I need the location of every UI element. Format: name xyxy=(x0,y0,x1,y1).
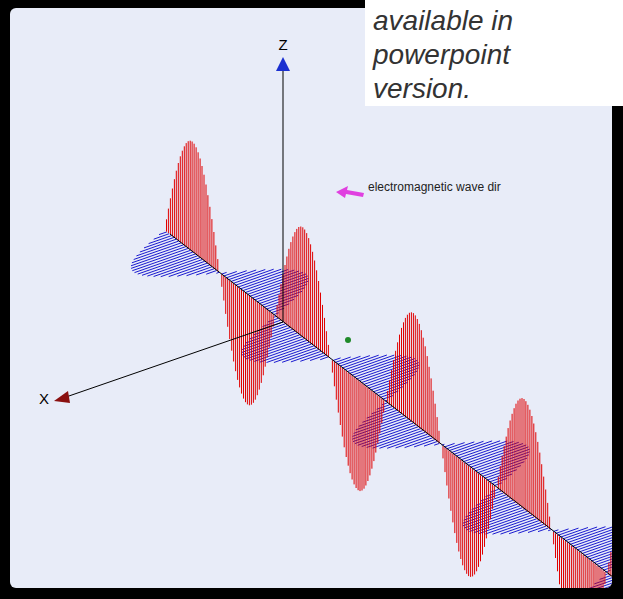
propagation-axis xyxy=(170,234,612,588)
axis-label: X xyxy=(39,390,49,407)
axes xyxy=(54,57,612,588)
electric-field-wave xyxy=(165,141,613,588)
origin-marker xyxy=(345,337,351,343)
wave-group xyxy=(131,141,612,588)
x-axis xyxy=(66,322,283,397)
z-arrowhead xyxy=(276,57,290,71)
wave-direction-label: electromagnetic wave dir xyxy=(368,180,501,194)
axis-label: Z xyxy=(278,36,287,53)
direction-arrow xyxy=(336,186,364,198)
callout-note: available in powerpoint version. xyxy=(373,4,613,106)
x-arrowhead xyxy=(54,391,70,403)
callout-box: available in powerpoint version. xyxy=(365,0,623,106)
z-axis xyxy=(283,70,284,322)
